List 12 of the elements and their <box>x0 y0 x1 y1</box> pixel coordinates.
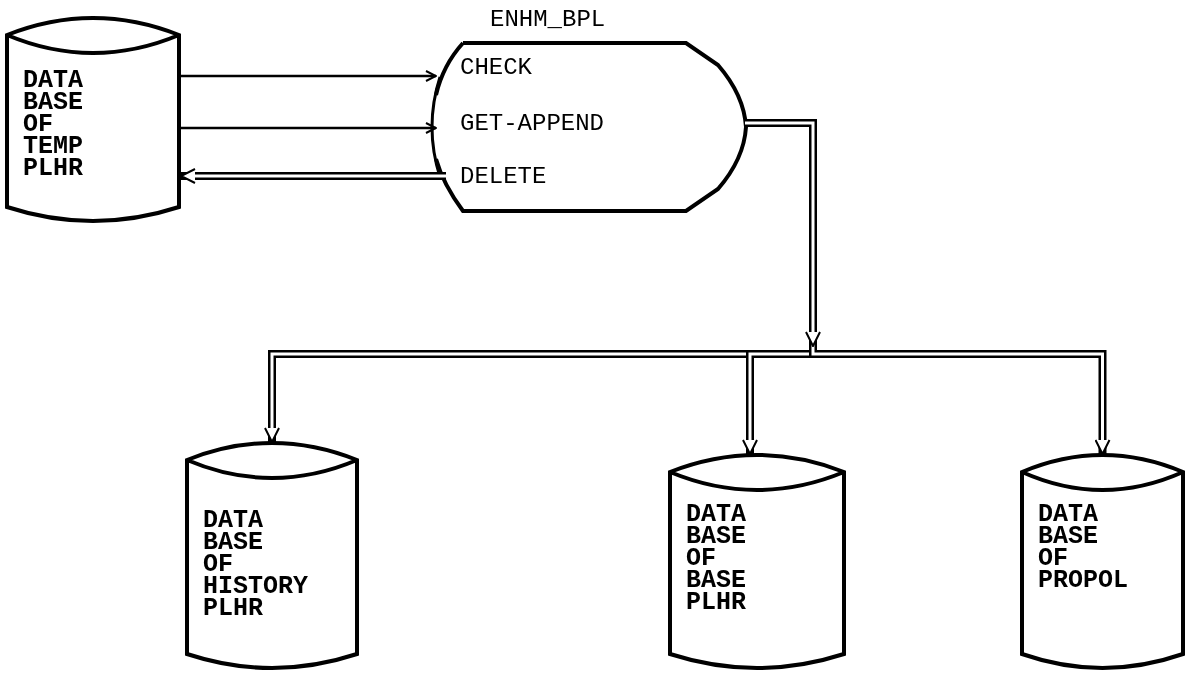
operation-label: GET-APPEND <box>460 110 605 137</box>
database-label: DATA BASE OF TEMP PLHR <box>23 70 84 180</box>
database-label: DATA BASE OF PROPOL <box>1038 504 1129 592</box>
arrow <box>181 70 437 82</box>
arrow <box>181 122 437 134</box>
operation-label: CHECK <box>460 54 532 81</box>
process-title: ENHM_BPL <box>490 6 606 33</box>
operation-label: DELETE <box>460 163 547 190</box>
database-label: DATA BASE OF BASE PLHR <box>686 504 747 614</box>
double-line-arrow <box>180 168 446 184</box>
double-line-arrow <box>745 119 1111 455</box>
database-label: DATA BASE OF HISTORY PLHR <box>203 510 310 620</box>
